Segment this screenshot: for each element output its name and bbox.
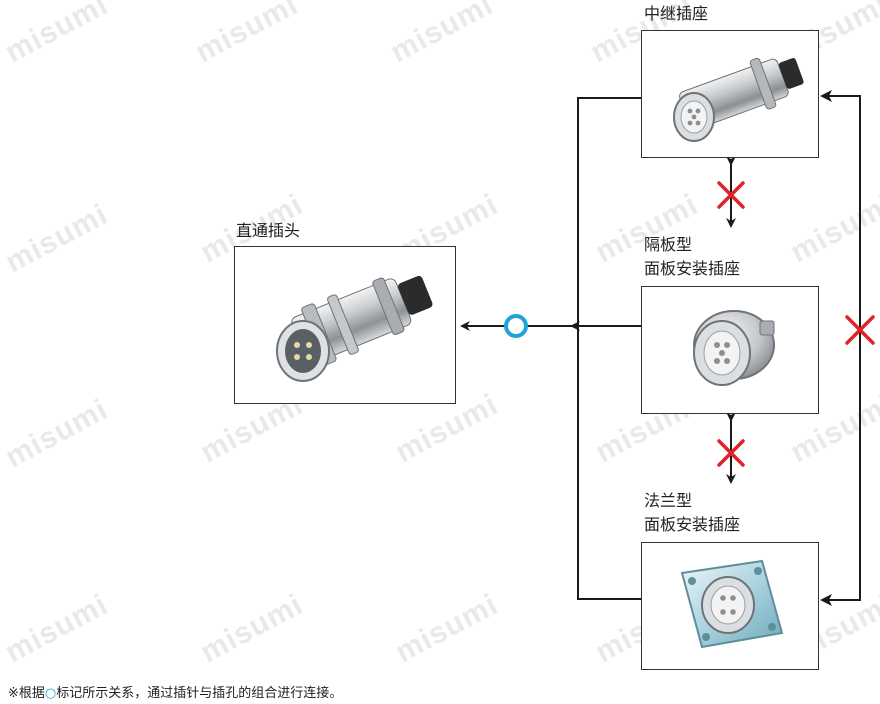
- footnote-suffix: 标记所示关系，通过插针与插孔的组合进行连接。: [56, 686, 343, 701]
- right-bracket-line: [824, 95, 861, 601]
- inline-socket-frame: [641, 30, 819, 158]
- flange-socket-label-line1: 法兰型: [644, 491, 693, 510]
- bulkhead-socket-label-line1: 隔板型: [644, 235, 693, 254]
- footnote-circle-mark: ○: [44, 686, 57, 701]
- compatible-circle-mark: [504, 314, 528, 338]
- incompatible-x-mark: [845, 315, 875, 345]
- incompatible-x-mark: [717, 439, 745, 467]
- bulkhead-socket-label-line2: 面板安装插座: [644, 259, 741, 278]
- bulkhead-socket-image: [693, 310, 775, 386]
- socket-bracket-line: [577, 97, 641, 600]
- incompatible-x-mark: [717, 181, 745, 209]
- arrowhead-icon: [820, 594, 832, 606]
- footnote: ※根据○标记所示关系，通过插针与插孔的组合进行连接。: [8, 682, 342, 701]
- footnote-prefix: ※根据: [8, 686, 45, 701]
- inline-socket-label: 中继插座: [644, 4, 709, 23]
- flange-socket-label-line2: 面板安装插座: [644, 515, 741, 534]
- bulkhead-socket-frame: [641, 286, 819, 414]
- inline-socket-image: [673, 57, 804, 142]
- straight-plug-label: 直通插头: [236, 221, 301, 240]
- straight-plug-frame: [234, 246, 456, 404]
- flange-socket-image: [680, 559, 784, 649]
- flange-socket-frame: [641, 542, 819, 670]
- arrowhead-icon: [820, 90, 832, 102]
- straight-plug-image: [276, 275, 433, 382]
